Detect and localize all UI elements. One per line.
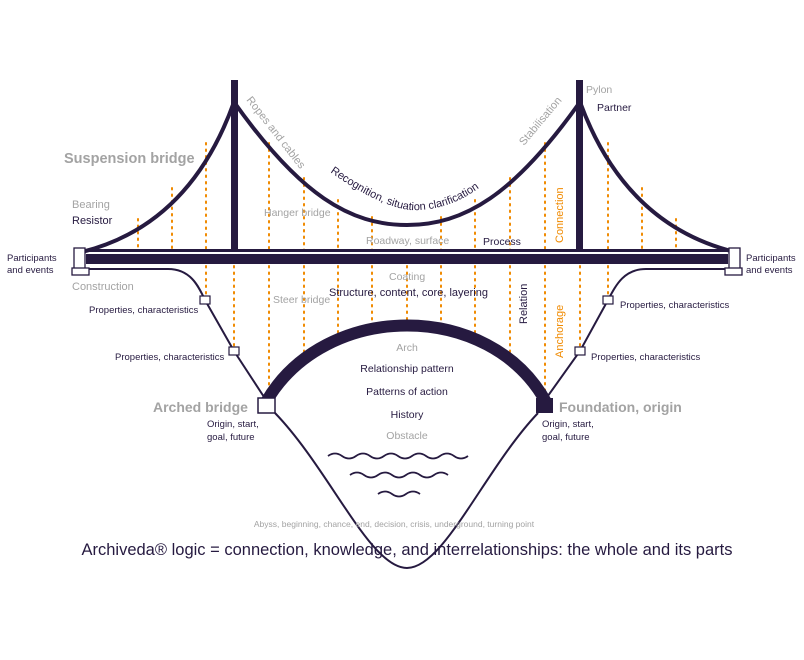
label-properties-r1: Properties, characteristics <box>620 300 730 311</box>
joint-box <box>199 295 211 305</box>
label-bearing: Bearing <box>72 199 110 211</box>
caption: Archiveda® logic = connection, knowledge… <box>81 541 732 559</box>
abutment-left <box>73 247 86 271</box>
label-ropes-and-cables: Ropes and cables <box>244 94 308 171</box>
label-properties-l2: Properties, characteristics <box>115 352 225 363</box>
label-history: History <box>391 409 424 421</box>
label-obstacle: Obstacle <box>386 430 428 442</box>
label-partner: Partner <box>597 102 632 114</box>
label-arch: Arch <box>396 342 418 354</box>
pylon-right <box>576 80 583 252</box>
label-roadway: Roadway, surface <box>366 235 449 247</box>
joint-box <box>228 346 240 356</box>
pylon-left <box>231 80 238 252</box>
label-stabilisation: Stabilisation <box>517 95 564 148</box>
main-cable-middle <box>232 100 582 228</box>
label-coating: Coating <box>389 271 425 283</box>
water-waves <box>327 452 469 498</box>
label-participants-left: Participants <box>7 253 57 264</box>
label-origin-left-2: goal, future <box>207 432 255 443</box>
label-hanger-bridge: Hanger bridge <box>264 207 331 219</box>
label-participants-right-2: and events <box>746 265 793 276</box>
label-properties-r2: Properties, characteristics <box>591 352 701 363</box>
deck-top-line <box>84 249 730 252</box>
label-resistor: Resistor <box>72 215 113 227</box>
label-origin-right-2: goal, future <box>542 432 590 443</box>
abutment-right-foot <box>724 267 743 276</box>
label-participants-right: Participants <box>746 253 796 264</box>
hangers-lower <box>205 265 609 397</box>
label-properties-l1: Properties, characteristics <box>89 305 199 316</box>
label-origin-right: Origin, start, <box>542 419 594 430</box>
label-foundation: Foundation, origin <box>559 399 682 415</box>
main-cable-right <box>578 101 736 254</box>
arch-foot-left <box>257 397 276 414</box>
label-construction: Construction <box>72 281 134 293</box>
label-participants-left-2: and events <box>7 265 54 276</box>
label-recognition: Recognition, situation clarification <box>328 165 481 214</box>
label-steer-bridge: Steer bridge <box>273 294 330 306</box>
label-patterns-of-action: Patterns of action <box>366 386 448 398</box>
label-anchorage: Anchorage <box>554 305 566 358</box>
hangers-upper <box>137 142 677 251</box>
joint-box <box>602 295 614 305</box>
label-process: Process <box>483 236 521 248</box>
label-connection: Connection <box>554 187 566 243</box>
label-abyss: Abyss, beginning, chance, end, decision,… <box>254 519 535 529</box>
joint-box <box>574 346 586 356</box>
abutment-left-foot <box>71 267 90 276</box>
deck-roadway <box>86 254 728 264</box>
abyss <box>274 412 539 570</box>
approach-right <box>544 268 725 401</box>
label-relation: Relation <box>518 284 530 324</box>
main-cable-left <box>81 101 236 254</box>
label-relationship-pattern: Relationship pattern <box>360 363 454 375</box>
label-arched-bridge: Arched bridge <box>153 399 248 415</box>
arch-foot-right <box>536 398 553 413</box>
arch <box>260 319 552 406</box>
label-origin-left: Origin, start, <box>207 419 259 430</box>
label-pylon: Pylon <box>586 84 612 96</box>
abutment-right <box>728 247 741 271</box>
label-structure: Structure, content, core, layering <box>329 287 488 299</box>
label-suspension-bridge: Suspension bridge <box>64 151 195 167</box>
